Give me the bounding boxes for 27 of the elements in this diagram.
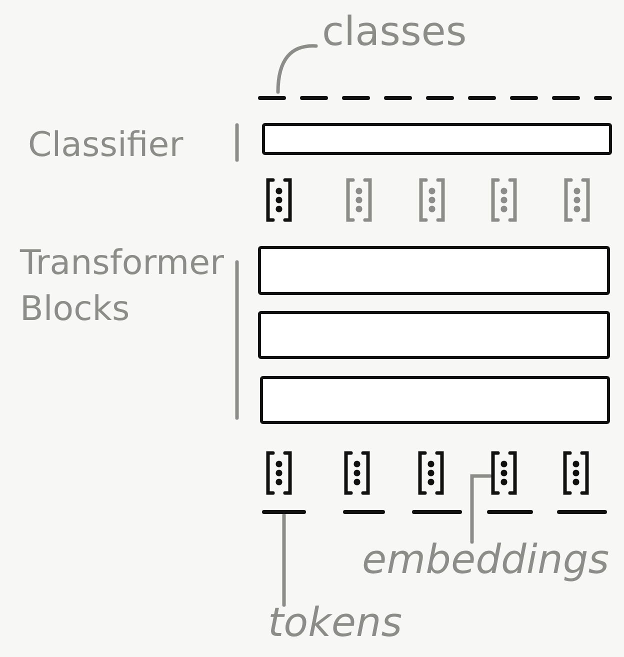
underline-bar — [412, 509, 462, 515]
vector-icon — [265, 450, 293, 496]
layer-box — [258, 246, 610, 295]
annotation-text: tokens — [268, 603, 402, 643]
layer-box — [262, 123, 612, 155]
vector-icon — [418, 177, 446, 223]
vector-icon — [343, 450, 371, 496]
annotation-text: classes — [322, 12, 467, 52]
underline-bar — [262, 509, 306, 515]
underline-bar — [343, 509, 385, 515]
layer-box — [258, 311, 610, 359]
vector-icon — [490, 177, 518, 223]
leader-line — [470, 474, 492, 544]
vector-icon — [265, 177, 293, 223]
vector-icon — [490, 450, 518, 496]
vector-icon — [417, 450, 445, 496]
leader-line — [276, 44, 318, 94]
underline-bar — [557, 509, 607, 515]
annotation-text: embeddings — [362, 540, 610, 580]
vector-icon — [562, 450, 590, 496]
layer-box — [260, 376, 610, 424]
leader-line — [282, 513, 286, 607]
vector-icon — [345, 177, 373, 223]
layer-label: Transformer Blocks — [20, 242, 226, 331]
vector-icon — [563, 177, 591, 223]
underline-bar — [487, 509, 533, 515]
layer-label: Classifier — [28, 124, 184, 167]
